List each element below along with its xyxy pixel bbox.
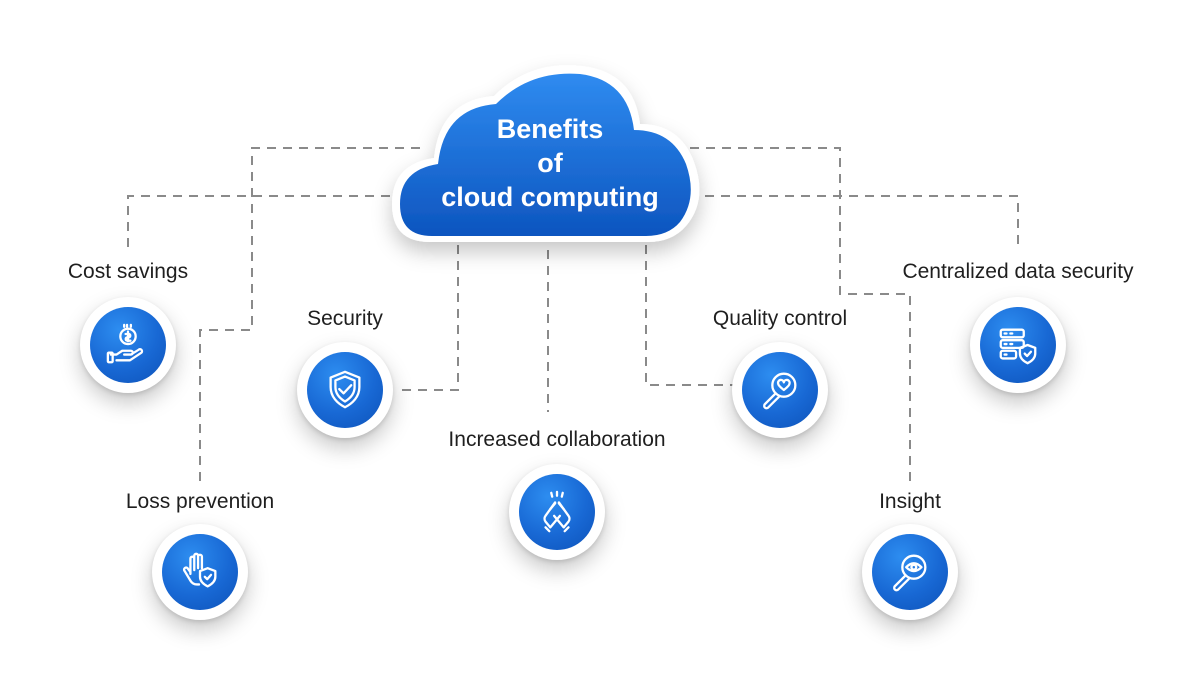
cloud-title: Benefits of cloud computing bbox=[400, 112, 700, 214]
badge-increased-collaboration bbox=[509, 464, 605, 560]
title-line-3: cloud computing bbox=[441, 182, 659, 212]
connector-insight bbox=[690, 147, 911, 485]
badge-security bbox=[297, 342, 393, 438]
high-five-icon bbox=[543, 490, 571, 533]
magnifier-eye-icon bbox=[893, 554, 927, 592]
badge-centralized-data-security bbox=[970, 297, 1066, 393]
label-increased-collaboration: Increased collaboration bbox=[448, 428, 666, 451]
badge-insight bbox=[862, 524, 958, 620]
badge-quality-control bbox=[732, 342, 828, 438]
label-loss-prevention: Loss prevention bbox=[125, 490, 275, 513]
label-cost-savings: Cost savings bbox=[67, 260, 189, 283]
title-line-1: Benefits bbox=[496, 114, 604, 144]
connector-security bbox=[400, 245, 459, 391]
label-centralized-data-security: Centralized data security bbox=[902, 260, 1134, 283]
title-line-2: of bbox=[537, 148, 563, 178]
coin-hand-icon bbox=[106, 323, 144, 364]
badge-cost-savings bbox=[80, 297, 176, 393]
label-security: Security bbox=[307, 307, 383, 330]
connector-loss-prevention bbox=[199, 147, 420, 485]
label-quality-control: Quality control bbox=[712, 307, 848, 330]
shield-check-icon bbox=[329, 370, 361, 409]
label-insight: Insight bbox=[879, 490, 941, 513]
magnifier-heart-icon bbox=[763, 372, 797, 410]
connector-cost-savings bbox=[127, 195, 390, 250]
server-shield-icon bbox=[999, 328, 1037, 365]
badge-loss-prevention bbox=[152, 524, 248, 620]
connector-centralized-data-security bbox=[705, 195, 1019, 250]
connector-quality-control bbox=[645, 245, 735, 386]
hand-shield-icon bbox=[182, 552, 217, 588]
